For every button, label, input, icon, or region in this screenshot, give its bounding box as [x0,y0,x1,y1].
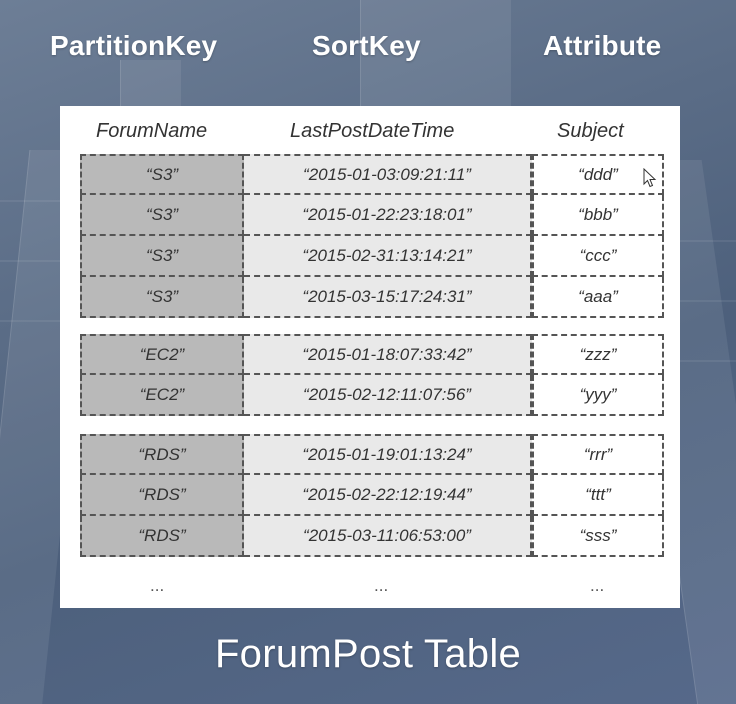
table-row: “RDS” “2015-01-19:01:13:24” “rrr” [80,434,664,475]
table-row: “S3” “2015-01-03:09:21:11” “ddd” [80,154,664,195]
more-rows-ellipsis: ... [150,576,165,595]
table-row: “S3” “2015-01-22:23:18:01” “bbb” [80,195,664,236]
table-row: “RDS” “2015-02-22:12:19:44” “ttt” [80,475,664,516]
forumpost-table: ForumName LastPostDateTime Subject “S3” … [60,106,680,608]
table-row: “EC2” “2015-02-12:11:07:56” “yyy” [80,375,664,416]
forumname-cell: “S3” [80,154,244,195]
subject-cell: “rrr” [532,434,664,475]
lastpostdatetime-cell: “2015-01-22:23:18:01” [244,195,532,236]
forumname-cell: “EC2” [80,334,244,375]
partition-group-rds: “RDS” “2015-01-19:01:13:24” “rrr” “RDS” … [80,434,664,557]
subject-cell: “bbb” [532,195,664,236]
forumname-cell: “S3” [80,277,244,318]
lastpostdatetime-cell: “2015-03-11:06:53:00” [244,516,532,557]
subject-cell: “yyy” [532,375,664,416]
table-row: “S3” “2015-03-15:17:24:31” “aaa” [80,277,664,318]
table-title: ForumPost Table [214,632,522,676]
forumname-cell: “RDS” [80,516,244,557]
sort-key-header: SortKey [312,30,421,61]
lastpostdatetime-cell: “2015-02-12:11:07:56” [244,375,532,416]
lastpostdatetime-cell: “2015-02-22:12:19:44” [244,475,532,516]
forumname-cell: “S3” [80,236,244,277]
partition-group-ec2: “EC2” “2015-01-18:07:33:42” “zzz” “EC2” … [80,334,664,416]
column-header-forumname: ForumName [96,120,208,142]
lastpostdatetime-cell: “2015-01-18:07:33:42” [244,334,532,375]
column-header-subject: Subject [557,120,624,142]
subject-cell: “sss” [532,516,664,557]
lastpostdatetime-cell: “2015-01-19:01:13:24” [244,434,532,475]
lastpostdatetime-cell: “2015-03-15:17:24:31” [244,277,532,318]
mouse-pointer-icon [643,168,657,188]
attribute-header: Attribute [543,30,662,61]
more-rows-ellipsis: ... [590,576,605,595]
subject-cell: “aaa” [532,277,664,318]
table-row: “EC2” “2015-01-18:07:33:42” “zzz” [80,334,664,375]
table-row: “S3” “2015-02-31:13:14:21” “ccc” [80,236,664,277]
subject-cell: “ddd” [532,154,664,195]
forumname-cell: “EC2” [80,375,244,416]
subject-cell: “ttt” [532,475,664,516]
column-header-lastpostdatetime: LastPostDateTime [290,120,455,142]
forumname-cell: “RDS” [80,475,244,516]
lastpostdatetime-cell: “2015-01-03:09:21:11” [244,154,532,195]
more-rows-ellipsis: ... [374,576,389,595]
forumname-cell: “RDS” [80,434,244,475]
table-row: “RDS” “2015-03-11:06:53:00” “sss” [80,516,664,557]
subject-cell: “ccc” [532,236,664,277]
forumname-cell: “S3” [80,195,244,236]
lastpostdatetime-cell: “2015-02-31:13:14:21” [244,236,532,277]
subject-cell: “zzz” [532,334,664,375]
partition-key-header: PartitionKey [50,30,218,61]
partition-group-s3: “S3” “2015-01-03:09:21:11” “ddd” “S3” “2… [80,154,664,318]
